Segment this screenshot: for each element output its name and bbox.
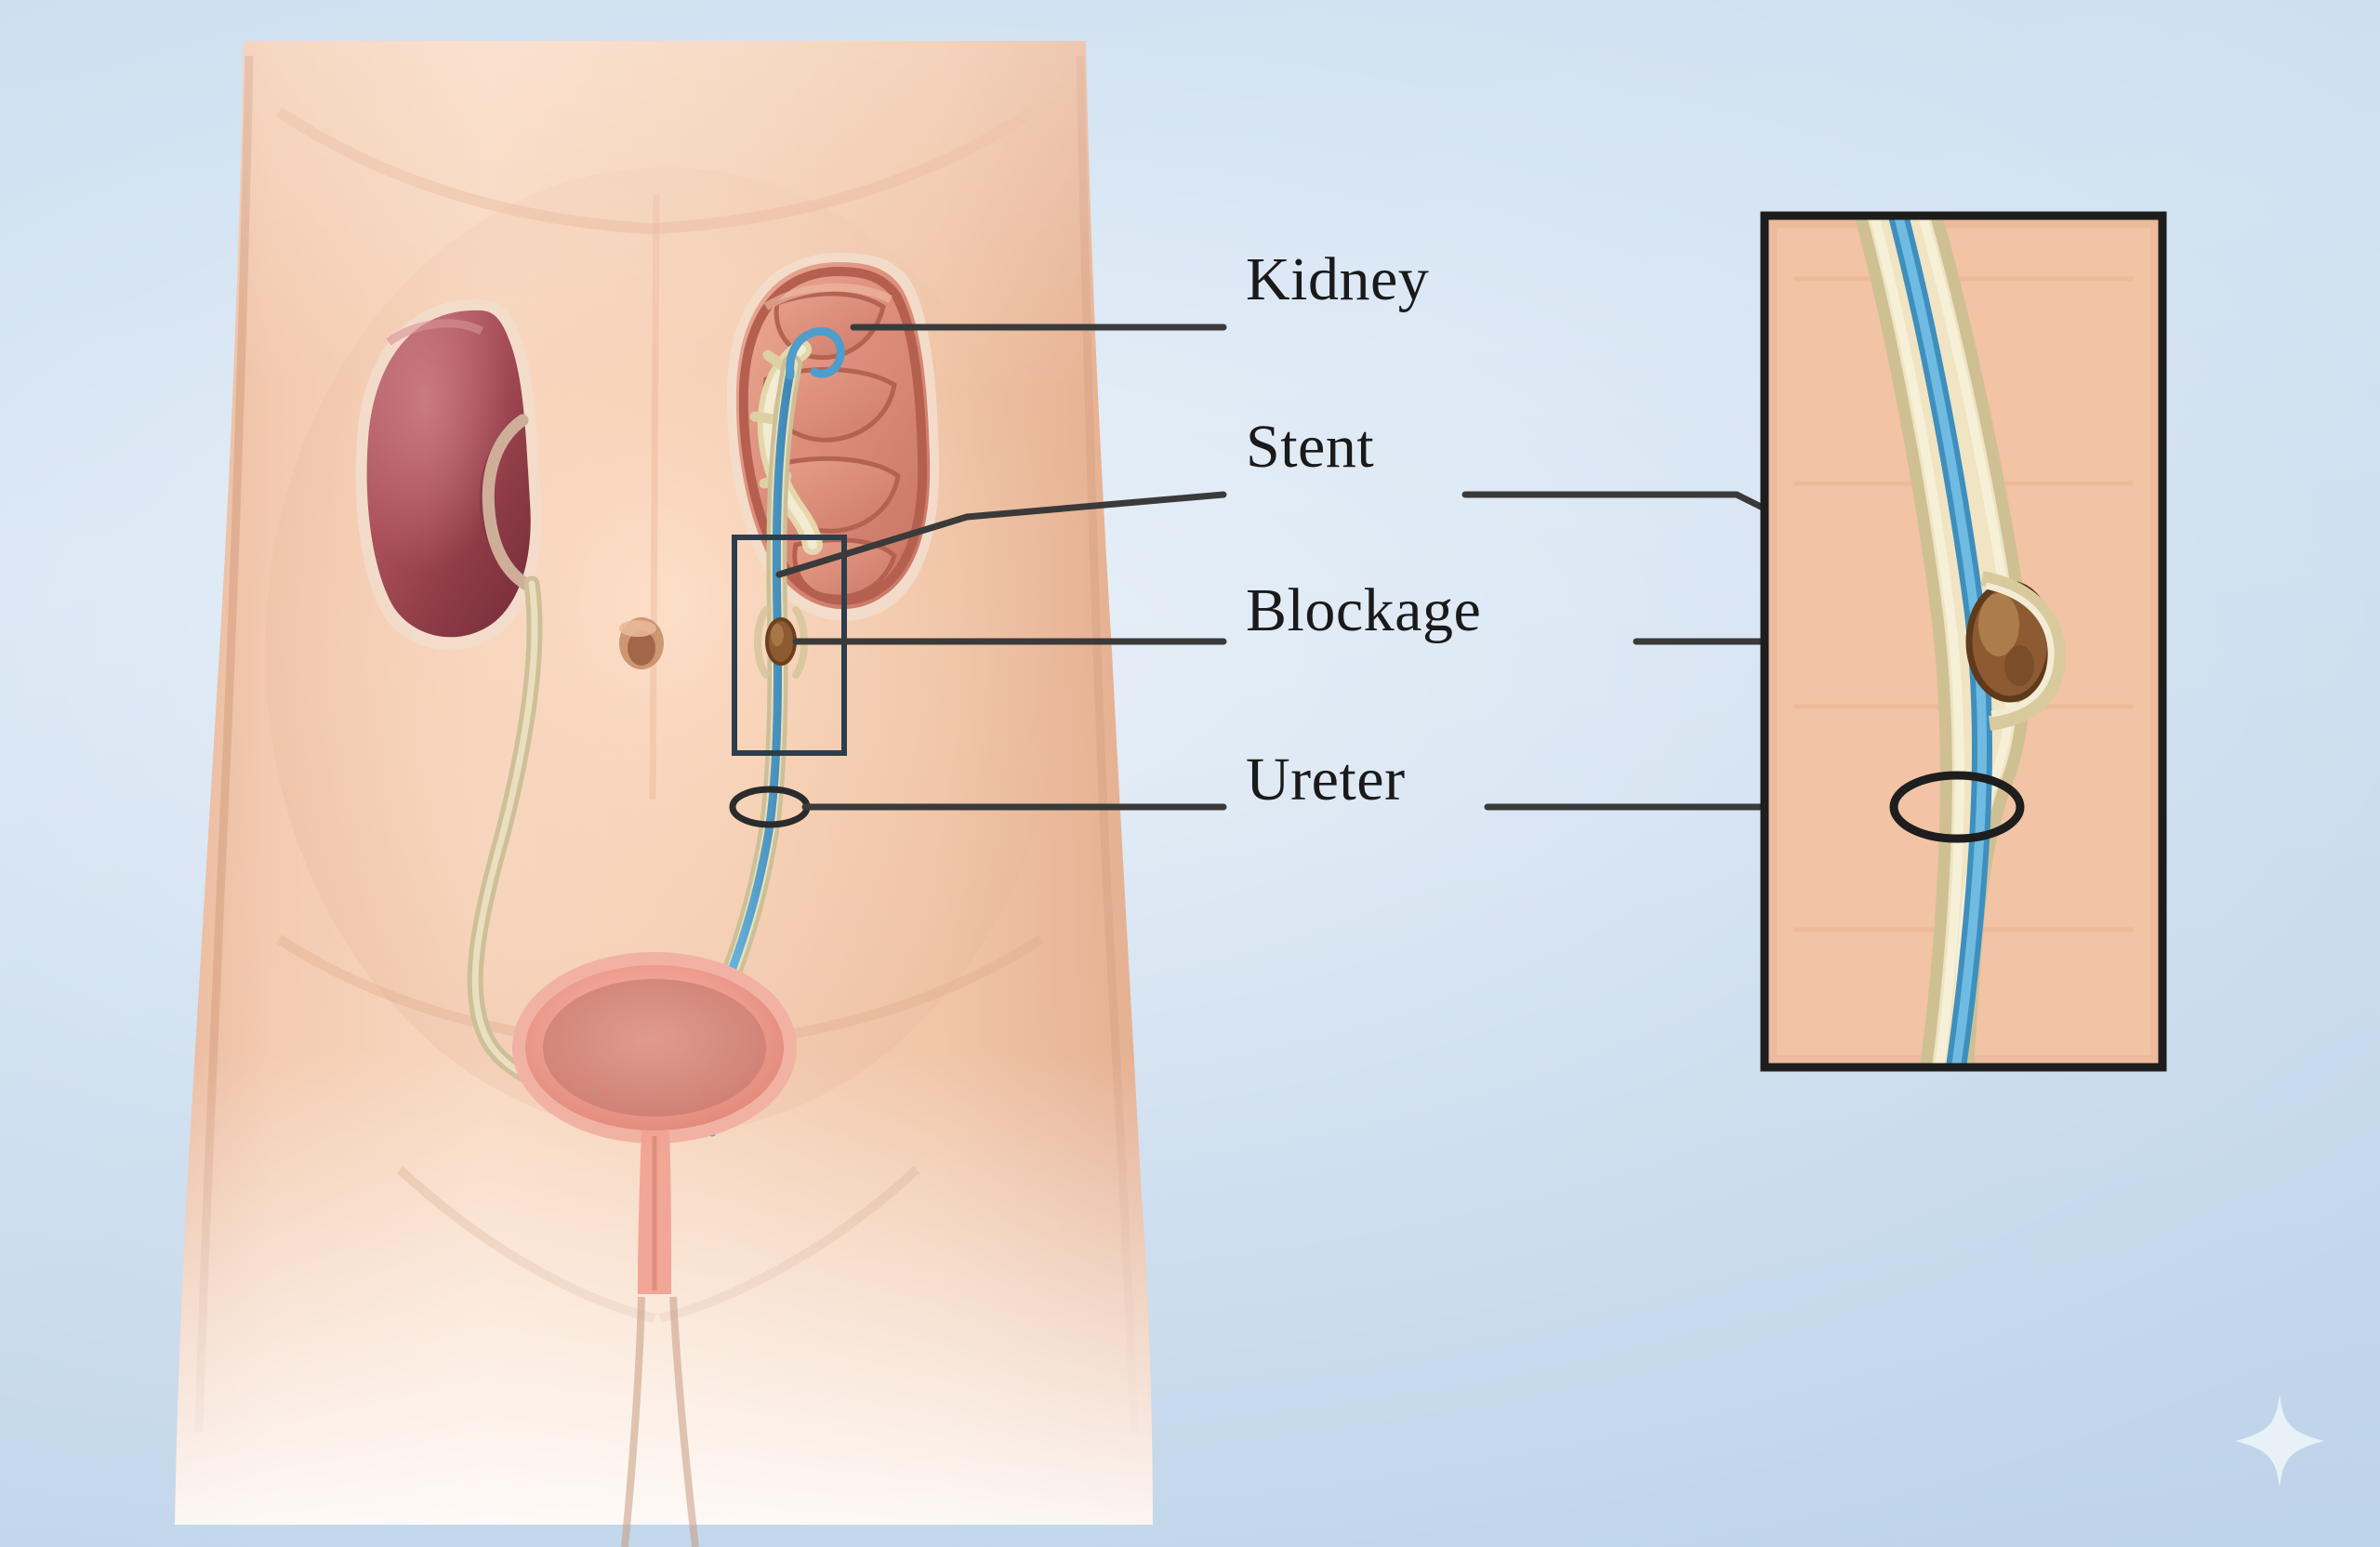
label-kidney: Kidney bbox=[1246, 245, 1430, 313]
navel bbox=[619, 617, 664, 669]
left-kidney bbox=[355, 298, 542, 651]
callout-rectangle bbox=[732, 535, 847, 756]
blockage-stone bbox=[765, 617, 797, 666]
label-ureter: Ureter bbox=[1246, 746, 1406, 813]
bladder bbox=[512, 952, 797, 1294]
label-blockage: Blockage bbox=[1246, 576, 1482, 644]
inset-detail-panel bbox=[1760, 211, 2167, 1072]
label-stent: Stent bbox=[1246, 413, 1375, 481]
leader-stent-left bbox=[775, 491, 1227, 578]
legs bbox=[621, 1296, 699, 1547]
inset-ureter-ring bbox=[1889, 771, 2025, 843]
sparkle-icon bbox=[2235, 1395, 2324, 1488]
